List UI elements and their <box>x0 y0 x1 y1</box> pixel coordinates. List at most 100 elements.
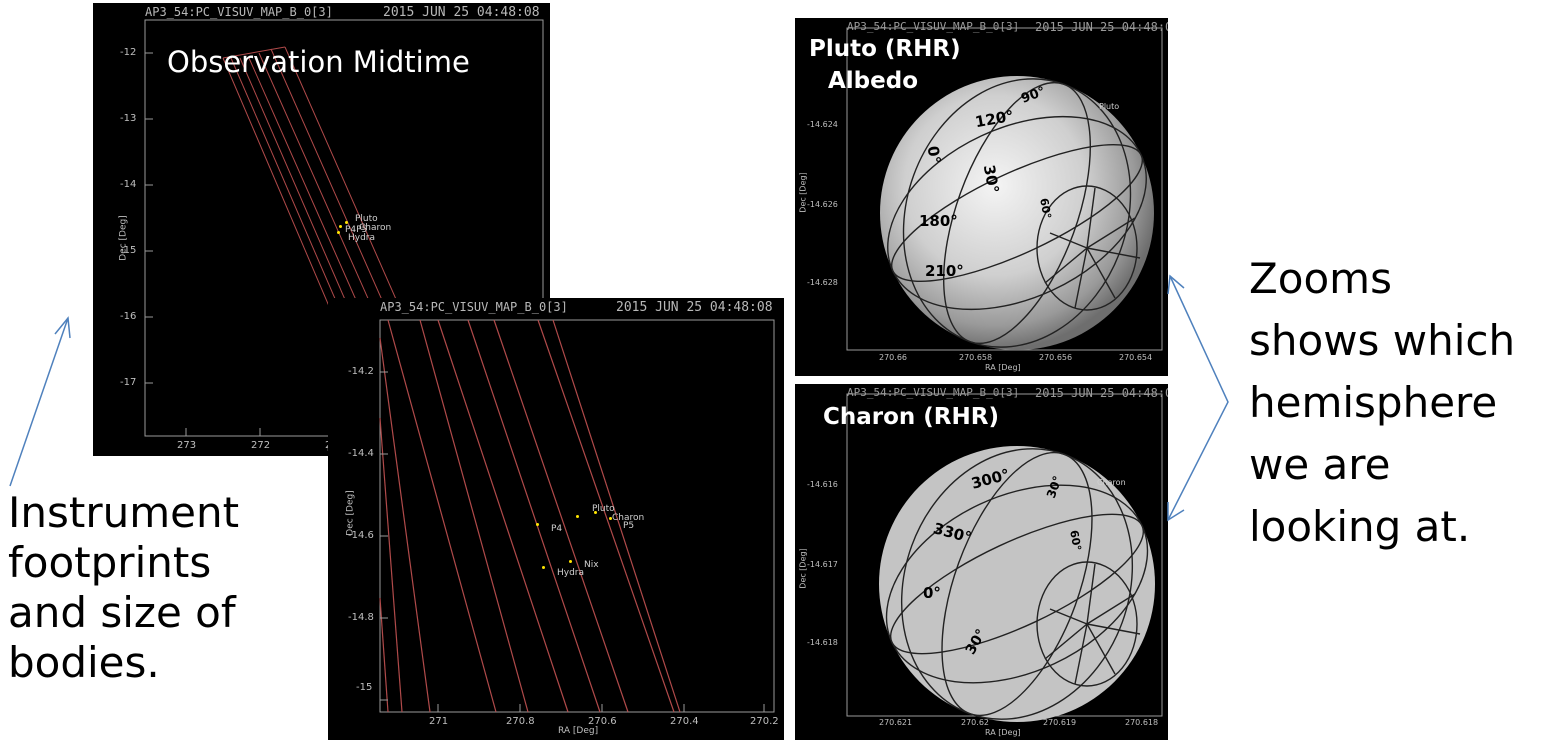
body-marker <box>339 225 342 228</box>
pluto-title: Pluto (RHR) <box>809 36 961 62</box>
body-marker-p4 <box>536 523 539 526</box>
body-marker-charon <box>609 517 612 520</box>
x-tick: 270.621 <box>879 718 913 727</box>
pluto-graticule <box>887 78 1147 348</box>
y-tick: -14.617 <box>807 560 838 569</box>
y-tick: -14.6 <box>348 530 374 541</box>
y-tick: -14.624 <box>807 120 838 129</box>
x-tick: 270.618 <box>1125 718 1159 727</box>
x-tick: 270.2 <box>750 716 779 727</box>
body-marker-p5 <box>576 515 579 518</box>
right-arrow-head-bottom <box>1167 502 1185 522</box>
body-label-hydra: Hydra <box>348 233 376 243</box>
x-axis-label: RA [Deg] <box>985 363 1021 372</box>
caption-line: Zooms <box>1249 254 1392 303</box>
x-tick: 270.4 <box>670 716 699 727</box>
charon-globe-panel: AP3_54:PC_VISUV_MAP_B_0[3] 2015 JUN 25 0… <box>795 384 1168 740</box>
pluto-globe-plot <box>846 27 1163 351</box>
x-tick: 273 <box>177 440 197 451</box>
y-tick: -14.626 <box>807 200 838 209</box>
longitude-label: 180° <box>919 212 958 230</box>
body-marker-hydra <box>542 566 545 569</box>
x-tick: 270.8 <box>506 716 535 727</box>
left-arrow <box>9 317 69 487</box>
header-timestamp: 2015 JUN 25 04:48:08 <box>616 300 773 315</box>
charon-graticule <box>885 448 1149 720</box>
body-label-hydra: Hydra <box>557 568 585 578</box>
pluto-globe-panel: AP3_54:PC_VISUV_MAP_B_0[3] 2015 JUN 25 0… <box>795 18 1168 376</box>
body-label-pluto: Pluto <box>592 504 615 514</box>
y-tick: -14.628 <box>807 278 838 287</box>
body-label-pluto: Pluto <box>1099 102 1120 111</box>
charon-title: Charon (RHR) <box>823 404 999 430</box>
charon-globe-plot <box>846 393 1163 722</box>
longitude-label: 0° <box>923 584 941 602</box>
footprint-zoom-panel: AP3_54:PC_VISUV_MAP_B_0[3] 2015 JUN 25 0… <box>328 298 784 740</box>
y-tick: -14.4 <box>348 448 374 459</box>
y-tick: -14.616 <box>807 480 838 489</box>
header-timestamp: 2015 JUN 25 04:48:08 <box>383 5 540 20</box>
y-tick: -17 <box>120 377 137 388</box>
header-left: AP3_54:PC_VISUV_MAP_B_0[3] <box>380 300 568 314</box>
body-label-p5: P5 <box>623 521 635 531</box>
body-label-charon: Charon <box>612 513 645 523</box>
body-marker <box>345 221 348 224</box>
x-axis-label: RA [Deg] <box>558 726 599 736</box>
header-timestamp: 2015 JUN 25 04:48:08 <box>1035 386 1168 400</box>
y-tick: -14.8 <box>348 612 374 623</box>
footprint-lines <box>379 319 681 713</box>
body-label-p4: P4 <box>551 524 563 534</box>
header-timestamp: 2015 JUN 25 04:48:08 <box>1035 20 1168 34</box>
y-tick: -12 <box>120 47 137 58</box>
header-left: AP3_54:PC_VISUV_MAP_B_0[3] <box>847 20 1020 33</box>
x-tick: 270.66 <box>879 353 907 362</box>
y-tick: -16 <box>120 311 137 322</box>
pluto-subtitle: Albedo <box>828 68 919 94</box>
right-arrow-head-top <box>1167 274 1185 295</box>
y-axis-label: Dec [Deg] <box>345 490 356 536</box>
x-axis-label: RA [Deg] <box>985 728 1021 737</box>
left-arrow-head <box>54 316 71 339</box>
footprint-wide-panel: AP3_54:PC_VISUV_MAP_B_0[3] 2015 JUN 25 0… <box>93 3 550 456</box>
header-left: AP3_54:PC_VISUV_MAP_B_0[3] <box>847 386 1020 399</box>
body-label-nix: Nix <box>584 560 599 570</box>
x-tick: 271 <box>429 716 449 727</box>
y-tick: -13 <box>120 113 137 124</box>
right-caption: Zooms shows which hemisphere we are look… <box>1249 248 1515 558</box>
body-label-pluto: Pluto <box>355 214 378 224</box>
charon-globe <box>879 446 1155 722</box>
right-bracket-arrow <box>1167 275 1229 521</box>
x-tick: 270.656 <box>1039 353 1073 362</box>
header-left: AP3_54:PC_VISUV_MAP_B_0[3] <box>145 5 333 19</box>
body-label-charon: Charon <box>359 223 392 233</box>
x-tick: 270.6 <box>588 716 617 727</box>
y-tick: -14.2 <box>348 366 374 377</box>
caption-line: footprints <box>8 538 212 587</box>
y-tick: -15 <box>356 682 373 693</box>
x-tick: 270.658 <box>959 353 993 362</box>
footprint-zoom-plot <box>379 319 775 713</box>
caption-line: looking at. <box>1249 502 1471 551</box>
body-label-p4p5: P4P5 <box>345 225 368 235</box>
caption-line: we are <box>1249 440 1391 489</box>
y-tick: -14 <box>120 179 137 190</box>
body-marker-nix <box>569 560 572 563</box>
y-tick: -15 <box>120 245 137 256</box>
caption-line: Instrument <box>8 488 240 537</box>
x-tick: 270.654 <box>1119 353 1153 362</box>
overlay-title: Observation Midtime <box>167 45 470 79</box>
longitude-label: 0° <box>923 144 945 166</box>
caption-line: hemisphere <box>1249 378 1498 427</box>
pluto-globe <box>880 76 1154 350</box>
longitude-label: 210° <box>925 262 964 280</box>
caption-line: shows which <box>1249 316 1516 365</box>
body-marker <box>337 231 340 234</box>
body-label-charon: Charon <box>1097 478 1126 487</box>
left-caption: Instrument footprints and size of bodies… <box>8 488 239 688</box>
y-tick: -14.618 <box>807 638 838 647</box>
caption-line: and size of <box>8 588 236 637</box>
body-marker-pluto <box>594 511 597 514</box>
caption-line: bodies. <box>8 638 160 687</box>
x-tick: 272 <box>251 440 271 451</box>
x-tick: 270.62 <box>961 718 989 727</box>
